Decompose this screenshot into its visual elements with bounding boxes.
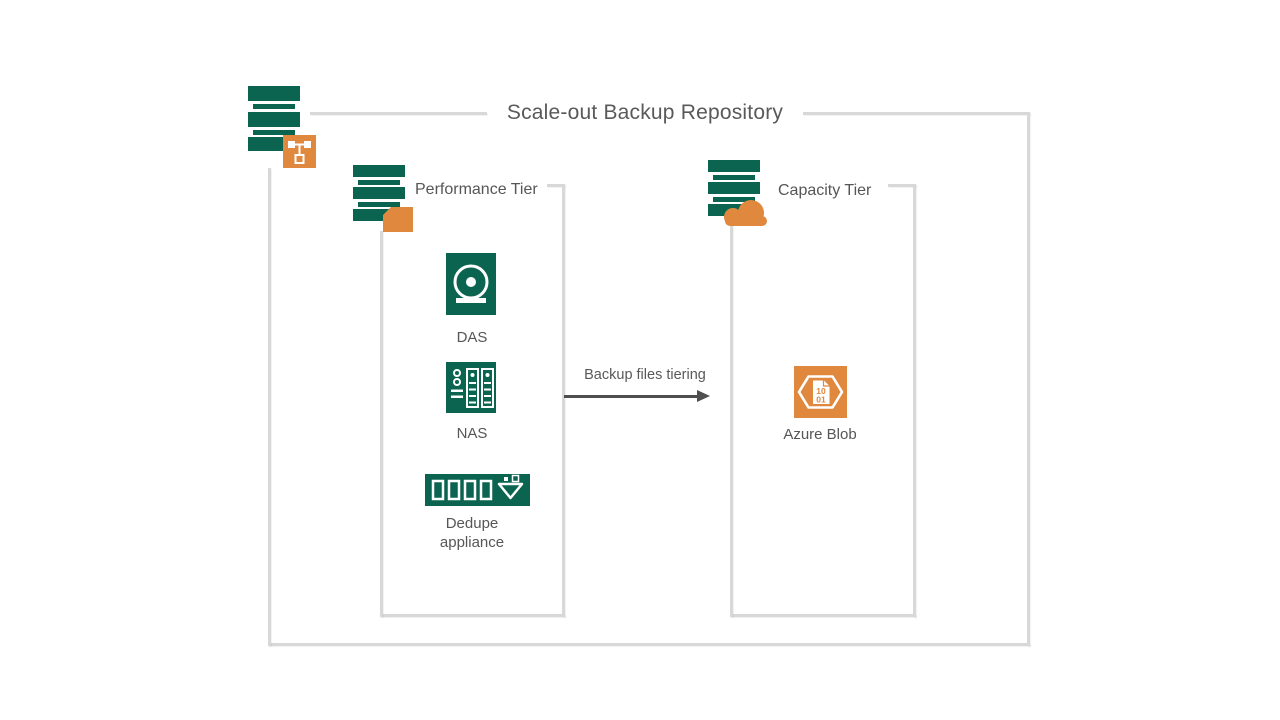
performance-box-left-edge xyxy=(380,231,383,617)
performance-box-top-segment xyxy=(547,184,565,187)
nas-label: NAS xyxy=(456,425,488,442)
capacity-box-left-edge xyxy=(730,224,733,617)
capacity-tier-label: Capacity Tier xyxy=(778,182,872,199)
outer-frame-top-left-segment xyxy=(310,112,487,115)
outer-frame-bottom-edge xyxy=(268,643,1030,646)
das-label: DAS xyxy=(456,329,488,346)
tiering-arrow-head-icon xyxy=(697,390,710,402)
azure-blob-icon: 10 01 xyxy=(794,366,847,418)
flow-label: Backup files tiering xyxy=(584,367,706,383)
capacity-box-top-segment xyxy=(888,184,916,187)
azure-blob-doc-text-top: 10 xyxy=(816,386,826,396)
performance-tier-stack-folder-icon xyxy=(353,165,414,232)
scale-out-repository-stack-tree-icon xyxy=(247,85,317,169)
azure-blob-doc-text-bottom: 01 xyxy=(816,395,826,405)
performance-box-bottom-edge xyxy=(380,614,565,617)
dedupe-appliance-label: Dedupe appliance xyxy=(439,515,505,551)
das-disk-icon xyxy=(446,253,496,315)
capacity-box-right-edge xyxy=(913,184,916,617)
azure-blob-label: Azure Blob xyxy=(783,426,857,443)
diagram-title: Scale-out Backup Repository xyxy=(506,101,784,124)
outer-frame-top-right-segment xyxy=(803,112,1030,115)
tiering-arrow-line xyxy=(564,395,697,398)
outer-frame-left-edge xyxy=(268,168,271,646)
capacity-box-bottom-edge xyxy=(730,614,916,617)
performance-tier-label: Performance Tier xyxy=(415,181,538,198)
dedupe-appliance-icon xyxy=(425,474,530,506)
nas-appliance-icon xyxy=(446,362,496,413)
capacity-tier-stack-cloud-icon xyxy=(708,160,769,226)
performance-box-right-edge xyxy=(562,184,565,617)
outer-frame-right-edge xyxy=(1027,112,1030,646)
